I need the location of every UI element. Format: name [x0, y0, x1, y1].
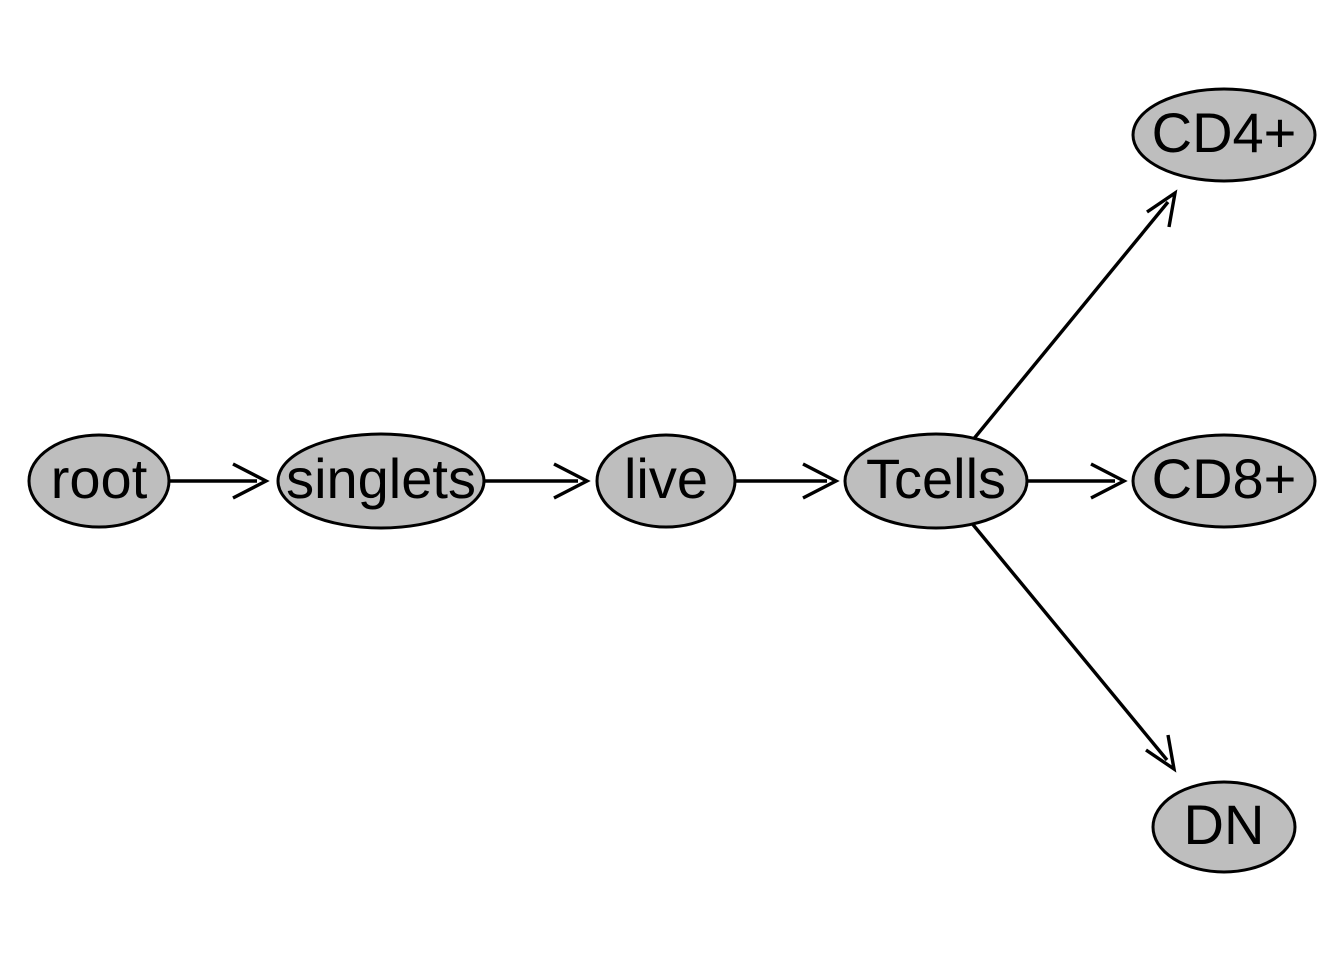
edge-tcells-cd8-arrow-icon	[1090, 462, 1128, 500]
edge-tcells-cd4-arrow-icon	[1146, 189, 1178, 228]
node-cd4-positive-shape	[1131, 87, 1317, 183]
edge-live-tcells[interactable]	[736, 462, 840, 500]
edge-singlets-live-arrow-icon	[553, 462, 591, 500]
node-singlets-shape	[276, 432, 486, 530]
edge-tcells-dn-shaft	[968, 519, 1169, 762]
edge-tcells-dn[interactable]	[968, 519, 1177, 773]
node-cd8-positive-shape	[1131, 433, 1317, 529]
node-singlets[interactable]: singlets	[276, 432, 486, 530]
node-dn-shape	[1151, 780, 1297, 874]
edge-tcells-cd4[interactable]	[970, 189, 1178, 443]
node-root-shape	[27, 433, 171, 529]
node-root[interactable]: root	[27, 433, 171, 529]
node-cd4-positive[interactable]: CD4+	[1131, 87, 1317, 183]
node-live-shape	[595, 433, 737, 529]
node-live[interactable]: live	[595, 433, 737, 529]
node-tcells[interactable]: Tcells	[843, 432, 1029, 530]
edge-tcells-dn-arrow-icon	[1145, 734, 1177, 773]
node-dn[interactable]: DN	[1151, 780, 1297, 874]
edge-singlets-live-visible[interactable]	[486, 462, 591, 500]
node-cd8-positive[interactable]: CD8+	[1131, 433, 1317, 529]
edge-root-singlets-arrowhead-icon	[232, 462, 270, 500]
node-tcells-shape	[843, 432, 1029, 530]
edge-root-singlets[interactable]	[170, 462, 270, 500]
edge-tcells-cd8[interactable]	[1028, 462, 1128, 500]
edge-tcells-cd4-shaft	[970, 200, 1170, 443]
edge-live-tcells-arrow-icon	[802, 462, 840, 500]
